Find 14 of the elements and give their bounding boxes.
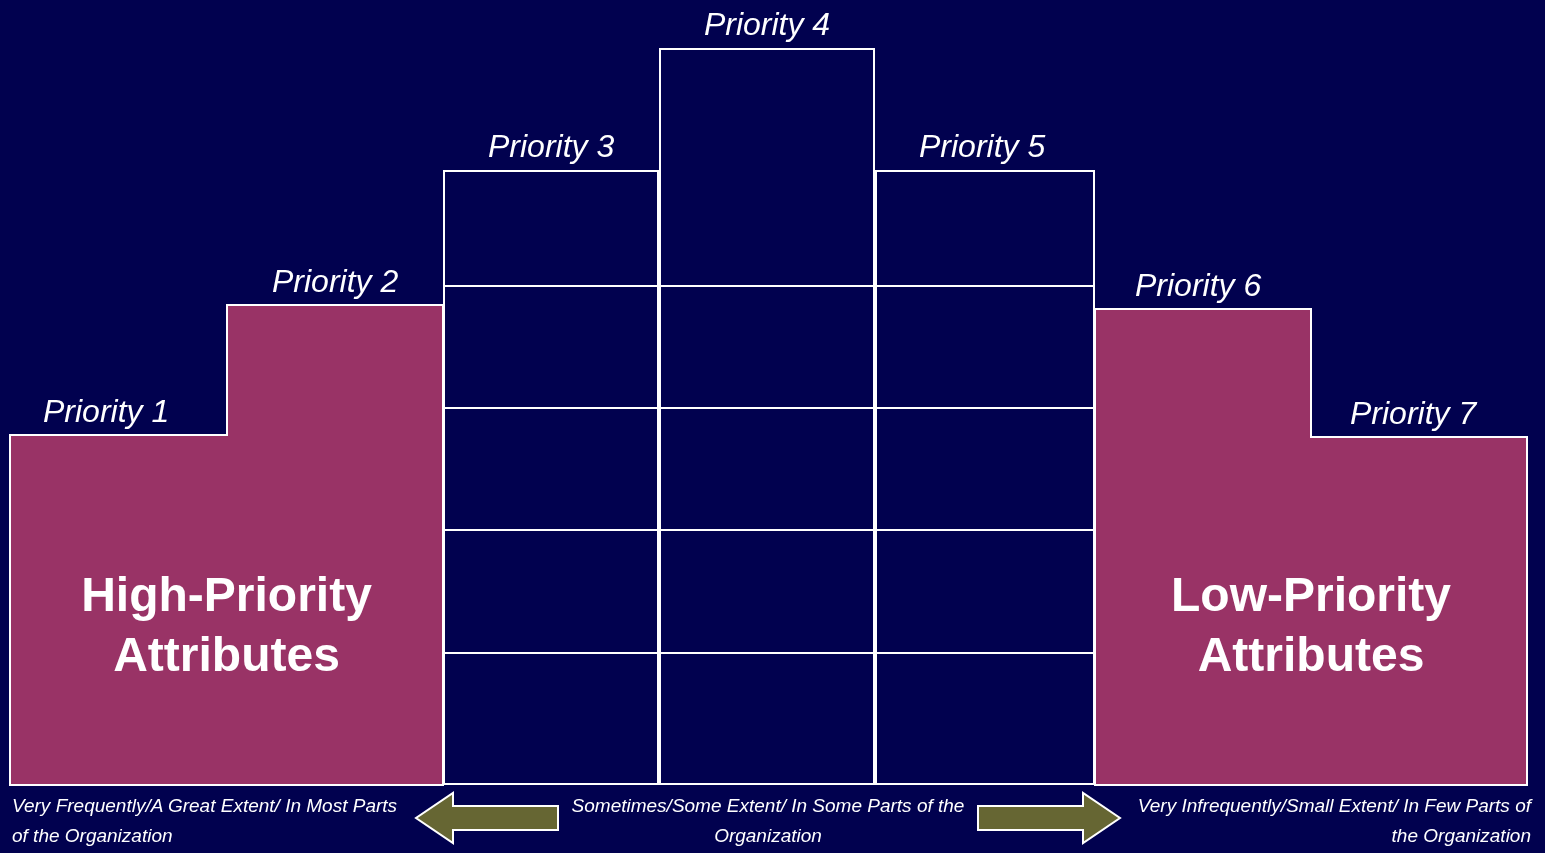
group-title: Low-Priority Attributes	[1170, 567, 1452, 683]
block-arrow	[977, 791, 1122, 845]
block-arrow	[414, 791, 559, 845]
column-heading: Priority 5	[919, 130, 1046, 162]
column-heading: Priority 2	[272, 265, 399, 297]
column-heading: Priority 1	[43, 395, 170, 427]
scale-caption: Very Infrequently/Small Extent/ In Few Parts of the Organization	[1128, 791, 1531, 851]
scale-caption: Very Frequently/A Great Extent/ In Most Parts of the Organization	[12, 791, 408, 851]
column-heading: Priority 4	[703, 8, 831, 40]
column-heading: Priority 6	[1135, 269, 1262, 301]
scale-caption: Sometimes/Some Extent/ In Some Parts of the Organization	[566, 791, 970, 851]
column-heading: Priority 7	[1350, 397, 1477, 429]
column-heading: Priority 3	[488, 130, 615, 162]
group-title: High-Priority Attributes	[80, 567, 373, 683]
